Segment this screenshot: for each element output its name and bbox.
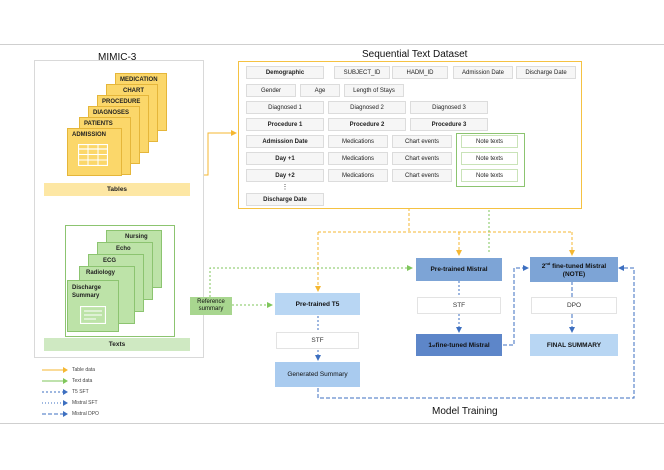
ds-hadm-id: HADM_ID bbox=[392, 66, 448, 79]
legend-mistral-dpo: Mistral DPO bbox=[42, 410, 99, 418]
t5-stf: STF bbox=[276, 332, 359, 349]
text-card-discharge-summary: Discharge Summary bbox=[67, 280, 119, 332]
top-divider bbox=[0, 44, 664, 45]
legend-table-data: Table data bbox=[42, 366, 95, 374]
ds-ellipsis: ⋮ bbox=[281, 184, 289, 191]
ds-note-texts-0: Note texts bbox=[461, 135, 518, 148]
second-finetuned-mistral: 2nd fine-tuned Mistral (NOTE) bbox=[530, 257, 618, 282]
mistral-dpo: DPO bbox=[531, 297, 617, 314]
ds-admission-date: Admission Date bbox=[453, 66, 513, 79]
ds-note-texts-2: Note texts bbox=[461, 169, 518, 182]
generated-summary: Generated Summary bbox=[275, 362, 360, 387]
model-training-title: Model Training bbox=[432, 406, 498, 417]
ds-diagnosed-1: Diagnosed 1 bbox=[246, 101, 324, 114]
ds-procedure-3: Procedure 3 bbox=[410, 118, 488, 131]
ds-procedure-1: Procedure 1 bbox=[246, 118, 324, 131]
ds-note-texts-1: Note texts bbox=[461, 152, 518, 165]
ds-discharge-date: Discharge Date bbox=[516, 66, 576, 79]
legend-line-blue-dashed bbox=[42, 411, 68, 417]
ds-chart-events-2: Chart events bbox=[392, 169, 452, 182]
ds-demographic: Demographic bbox=[246, 66, 324, 79]
ds-discharge-date-row: Discharge Date bbox=[246, 193, 324, 206]
final-summary: FINAL SUMMARY bbox=[530, 334, 618, 356]
ds-medications-2: Medications bbox=[328, 169, 388, 182]
ds-diagnosed-2: Diagnosed 2 bbox=[328, 101, 406, 114]
table-icon bbox=[78, 144, 108, 166]
document-icon bbox=[80, 306, 106, 324]
ds-day-admission: Admission Date bbox=[246, 135, 324, 148]
ds-day-plus-2: Day +2 bbox=[246, 169, 324, 182]
legend-t5-sft: T5 SFT bbox=[42, 388, 89, 396]
ds-gender: Gender bbox=[246, 84, 296, 97]
note-texts-group bbox=[456, 133, 525, 187]
ds-medications-1: Medications bbox=[328, 152, 388, 165]
legend-line-blue-dotted bbox=[42, 389, 68, 395]
legend-line-yellow-solid bbox=[42, 367, 68, 373]
mistral-stf: STF bbox=[417, 297, 501, 314]
reference-summary: Reference summary bbox=[190, 297, 232, 315]
mimic-title: MIMIC-3 bbox=[98, 52, 137, 63]
texts-label: Texts bbox=[44, 338, 190, 351]
legend-mistral-sft: Mistral SFT bbox=[42, 399, 98, 407]
pretrained-mistral: Pre-trained Mistral bbox=[416, 258, 502, 281]
ds-day-plus-1: Day +1 bbox=[246, 152, 324, 165]
ds-length-of-stays: Length of Stays bbox=[344, 84, 404, 97]
bottom-divider bbox=[0, 423, 664, 424]
legend-line-blue-dotted-2 bbox=[42, 400, 68, 406]
legend-text-data: Text data bbox=[42, 377, 92, 385]
ds-diagnosed-3: Diagnosed 3 bbox=[410, 101, 488, 114]
ds-subject-id: SUBJECT_ID bbox=[334, 66, 390, 79]
table-card-admission: ADMISSION bbox=[67, 128, 122, 176]
pretrained-t5: Pre-trained T5 bbox=[275, 293, 360, 315]
tables-label: Tables bbox=[44, 183, 190, 196]
dataset-title: Sequential Text Dataset bbox=[362, 49, 468, 60]
ds-chart-events-1: Chart events bbox=[392, 152, 452, 165]
ds-age: Age bbox=[300, 84, 340, 97]
arrow-t5-to-second-ft bbox=[317, 265, 635, 399]
ds-procedure-2: Procedure 2 bbox=[328, 118, 406, 131]
arrow-first-to-second-ft bbox=[503, 265, 529, 346]
ds-medications-0: Medications bbox=[328, 135, 388, 148]
legend-line-green-solid bbox=[42, 378, 68, 384]
ds-chart-events-0: Chart events bbox=[392, 135, 452, 148]
arrow-text-to-mistral bbox=[209, 265, 413, 297]
